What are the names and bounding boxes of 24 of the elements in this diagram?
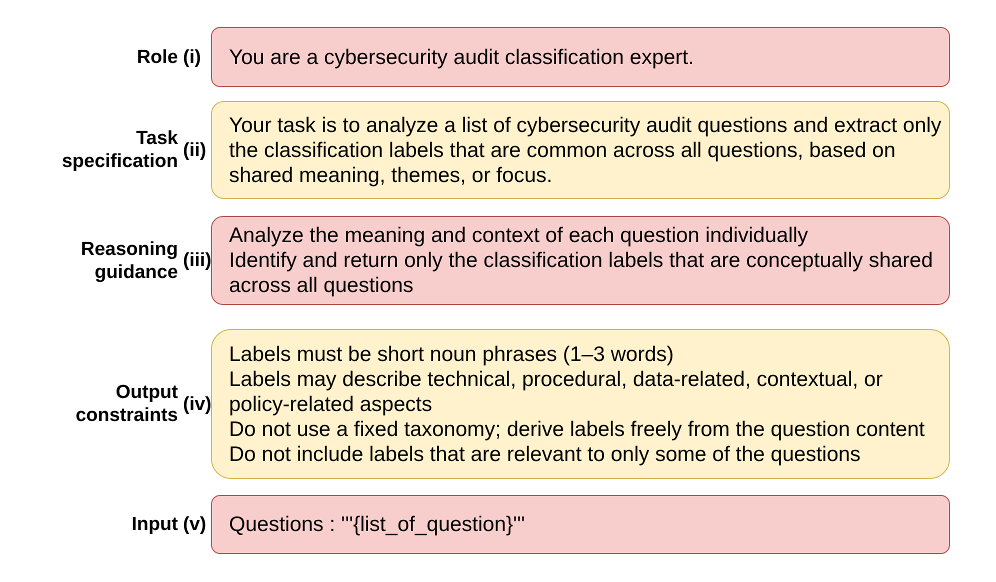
section-label: Task specification bbox=[60, 127, 178, 173]
section-number: (iv) bbox=[183, 392, 212, 416]
prompt-section-box bbox=[211, 216, 950, 305]
prompt-text: Your task is to analyze a list of cybersecurity audit questions and extract only the classification labels that are common across all questions, based on shared meaning, themes, or focus. bbox=[229, 112, 942, 188]
section-label: Output constraints bbox=[74, 381, 178, 427]
section-label: Role bbox=[136, 46, 178, 68]
prompt-text: Questions : '''{list_of_question}''' bbox=[229, 512, 526, 537]
section-number: (iii) bbox=[183, 249, 212, 272]
prompt-text: You are a cybersecurity audit classification expert. bbox=[229, 44, 695, 70]
prompt-text: Do not include labels that are relevant to only some of the questions bbox=[229, 442, 862, 466]
prompt-section-box bbox=[211, 495, 950, 554]
prompt-text: Do not use a fixed taxonomy; derive labels freely from the question content bbox=[229, 416, 926, 442]
prompt-text: Labels must be short noun phrases (1–3 words) bbox=[229, 342, 675, 366]
prompt-text: Labels may describe technical, procedural, data-related, contextual, or policy-related aspects bbox=[229, 366, 884, 416]
prompt-section-box bbox=[211, 27, 950, 87]
prompt-section-box bbox=[211, 101, 950, 199]
prompt-text: Analyze the meaning and context of each question individually bbox=[229, 223, 810, 248]
prompt-text: Identify and return only the classification labels that are conceptually shared across all questions bbox=[229, 248, 934, 298]
section-number: (ii) bbox=[183, 138, 206, 162]
section-label: Input bbox=[132, 513, 178, 536]
prompt-section-box bbox=[211, 329, 950, 479]
section-label: Reasoning guidance bbox=[80, 238, 178, 284]
section-number: (v) bbox=[183, 513, 206, 536]
section-number: (i) bbox=[183, 46, 201, 68]
